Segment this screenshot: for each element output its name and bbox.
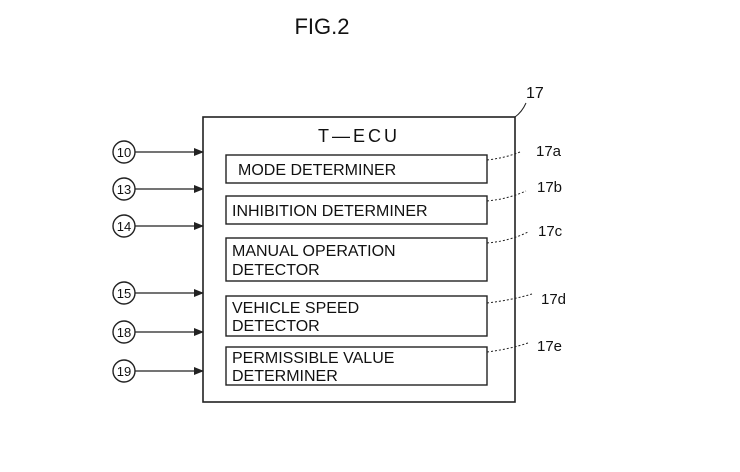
input-14: 14 (112, 214, 204, 238)
block-box (225, 237, 488, 282)
input-13: 13 (112, 177, 204, 201)
ecu-title: T—ECU (318, 126, 400, 146)
input-18: 18 (112, 320, 204, 344)
block-label-line2: DETECTOR (232, 318, 320, 335)
block-permissible-value-determiner: PERMISSIBLE VALUE DETERMINER 17e (225, 338, 562, 386)
block-ref-label: 17e (537, 338, 562, 355)
block-ref-leader (486, 342, 529, 353)
input-19: 19 (112, 359, 204, 383)
block-vehicle-speed-detector: VEHICLE SPEED DETECTOR 17d (225, 291, 566, 337)
input-number: 19 (117, 364, 131, 379)
block-ref-label: 17a (536, 143, 562, 160)
block-box (225, 295, 488, 337)
block-ref-label: 17c (538, 223, 563, 240)
block-mode-determiner: MODE DETERMINER 17a (225, 143, 562, 184)
input-15: 15 (112, 281, 204, 305)
block-ref-leader (486, 151, 521, 161)
block-ref-leader (486, 231, 529, 244)
ecu-ref-label: 17 (526, 85, 544, 102)
block-label-line1: MANUAL OPERATION (232, 243, 396, 260)
block-label-line1: PERMISSIBLE VALUE (232, 350, 394, 367)
input-number: 18 (117, 325, 131, 340)
block-ref-label: 17d (541, 291, 566, 308)
input-number: 13 (117, 182, 131, 197)
figure-label: FIG.2 (294, 14, 349, 39)
block-box (225, 195, 488, 225)
block-label-line2: DETERMINER (232, 368, 338, 385)
input-number: 15 (117, 286, 131, 301)
block-manual-operation-detector: MANUAL OPERATION DETECTOR 17c (225, 223, 563, 282)
ecu-box (202, 116, 516, 403)
block-ref-leader (486, 190, 527, 202)
block-label: MODE DETERMINER (238, 162, 396, 179)
input-number: 14 (117, 219, 131, 234)
block-inhibition-determiner: INHIBITION DETERMINER 17b (225, 179, 562, 225)
block-box (225, 346, 488, 386)
block-ref-label: 17b (537, 179, 562, 196)
block-ref-leader (486, 293, 533, 304)
input-number: 10 (117, 145, 131, 160)
block-label-line2: DETECTOR (232, 262, 320, 279)
block-box (225, 154, 488, 184)
ecu-ref-leader (514, 102, 527, 118)
block-label: INHIBITION DETERMINER (232, 203, 428, 220)
block-label-line1: VEHICLE SPEED (232, 300, 359, 317)
input-10: 10 (112, 140, 204, 164)
